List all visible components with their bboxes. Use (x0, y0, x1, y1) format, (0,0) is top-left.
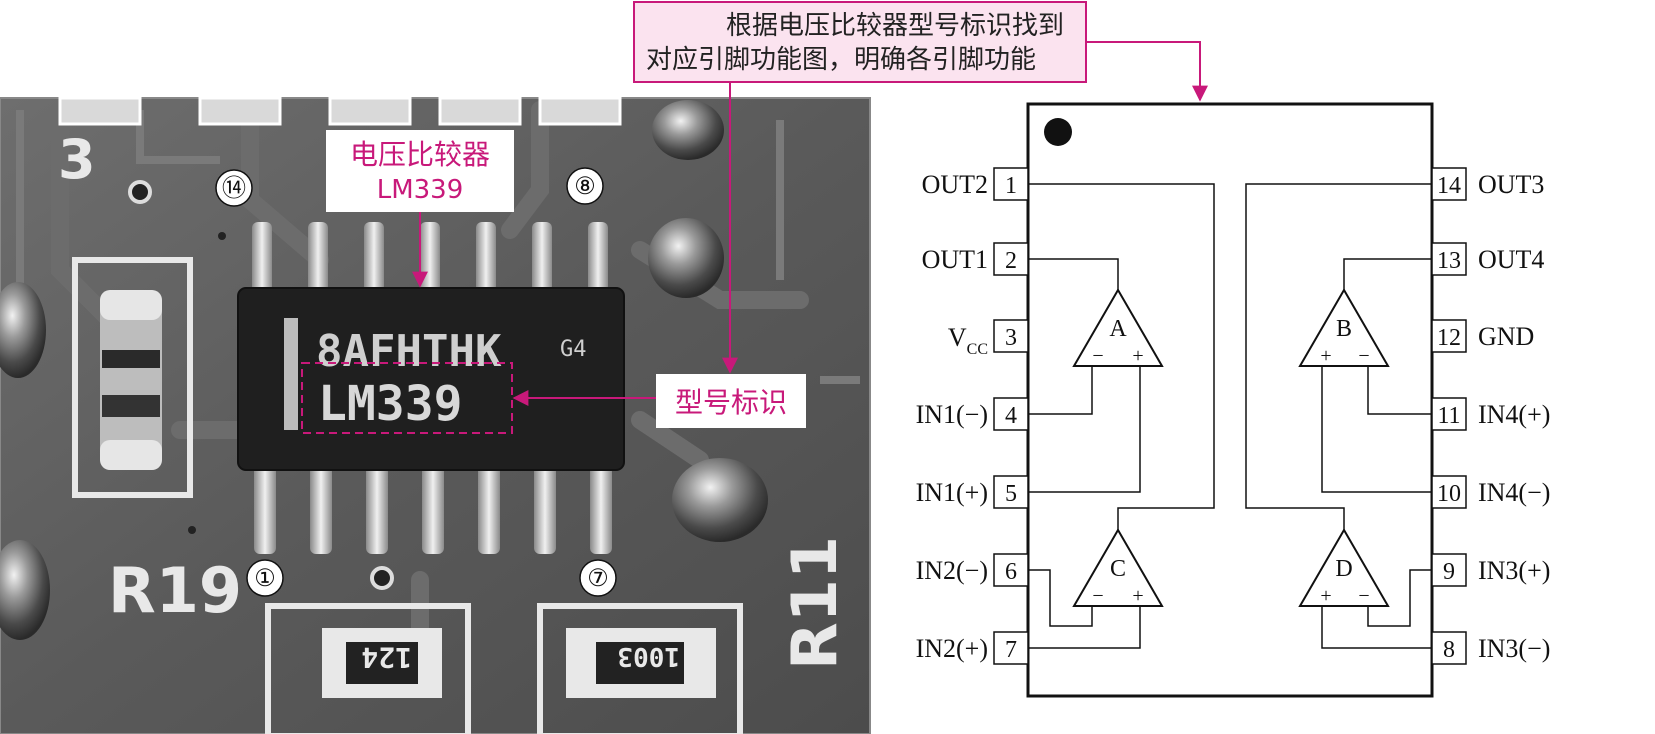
chip-body: 8AFHTHK G4 LM339 (237, 287, 625, 471)
right-pin-numbers: 14 13 12 11 10 9 8 (1437, 173, 1461, 663)
pin-marker-14: ⑭ (215, 169, 253, 207)
pin-number: 4 (1005, 403, 1017, 429)
pin-label: IN3(+) (1478, 556, 1550, 585)
pin-number: 1 (1005, 173, 1017, 199)
top-pads (58, 96, 622, 126)
pin-number: 10 (1437, 481, 1461, 507)
comparator-a-left: − (1092, 345, 1103, 367)
chip-marking-code: G4 (560, 337, 587, 362)
comparator-a-name: A (1109, 316, 1127, 342)
chip-marking-line1: 8AFHTHK (316, 326, 502, 377)
pin-number: 11 (1437, 403, 1460, 429)
pin-label: IN2(−) (916, 556, 988, 585)
callout-line2: 对应引脚功能图，明确各引脚功能 (646, 45, 1036, 75)
right-pin-boxes (1431, 167, 1467, 665)
pin-label: OUT1 (922, 245, 988, 274)
callout-line1: 根据电压比较器型号标识找到 (726, 11, 1064, 41)
comparator-c-name: C (1110, 556, 1126, 582)
left-pin-labels: OUT2 OUT1 VCC IN1(−) IN1(+) IN2(−) IN2(+… (916, 170, 988, 663)
pin-label: OUT3 (1478, 170, 1544, 199)
smd-resistor-left: 124 (265, 603, 471, 734)
left-pin-boxes (993, 167, 1029, 665)
comparator-b (1298, 288, 1390, 367)
pin-number: 7 (1005, 637, 1017, 663)
comparator-a (1072, 288, 1164, 367)
resistor-right-code: 1003 (617, 641, 680, 671)
svg-text:⑭: ⑭ (222, 175, 246, 202)
resistor-left-code: 124 (361, 641, 412, 674)
pin-label: IN4(+) (1478, 400, 1550, 429)
comparator-a-right: + (1132, 345, 1143, 367)
internal-wiring (1028, 183, 1432, 649)
pin-label: GND (1478, 322, 1534, 351)
pin-number: 3 (1005, 325, 1017, 351)
left-pin-numbers: 1 2 3 4 5 6 7 (1005, 173, 1017, 663)
chip-model-print: LM339 (318, 376, 463, 432)
pin-number: 14 (1437, 173, 1461, 199)
pin-marker-8: ⑧ (566, 167, 604, 205)
axial-component (72, 257, 193, 498)
model-highlight-box (301, 362, 513, 434)
chip-title-cn: 电压比较器 (350, 138, 490, 171)
pin-label: IN1(+) (916, 478, 988, 507)
top-callout: 根据电压比较器型号标识找到 对应引脚功能图，明确各引脚功能 (633, 1, 1087, 83)
pin-label: OUT4 (1478, 245, 1544, 274)
callout-arrow-right (1086, 41, 1208, 102)
model-id-label: 型号标识 (656, 374, 806, 428)
pin-label: OUT2 (922, 170, 988, 199)
pin-number: 8 (1443, 637, 1455, 663)
comparator-d-left: + (1320, 585, 1331, 607)
ic-package-outline (1026, 102, 1434, 698)
comparator-c-right: + (1132, 585, 1143, 607)
pin-number: 12 (1437, 325, 1461, 351)
chip-pins-top (252, 222, 608, 292)
pin-label: IN3(−) (1478, 634, 1550, 663)
svg-text:⑧: ⑧ (574, 174, 596, 200)
chip-title-model: LM339 (377, 175, 464, 205)
comparator-labels: A − + B + − C − + D + − (1092, 316, 1369, 607)
solder-joints (0, 100, 768, 640)
silkscreen-3: 3 (58, 128, 96, 191)
pcb-photo: 3 R19 R11 8AFHTHK G4 (0, 96, 871, 734)
pinout-diagram (993, 102, 1467, 698)
right-pin-labels: OUT3 OUT4 GND IN4(+) IN4(−) IN3(+) IN3(−… (1478, 170, 1550, 663)
silkscreen-r19: R19 (108, 554, 242, 627)
comparator-b-left: + (1320, 345, 1331, 367)
pin1-dot (1044, 118, 1072, 146)
chip-title-label: 电压比较器 LM339 (326, 130, 514, 212)
pin-marker-1: ① (246, 559, 284, 597)
pin-marker-7: ⑦ (579, 559, 617, 597)
silkscreen-r11: R11 (778, 536, 851, 670)
comparator-c-left: − (1092, 585, 1103, 607)
pin-label: IN1(−) (916, 400, 988, 429)
pin-label-vcc: VCC (948, 323, 988, 358)
comparator-d (1298, 528, 1390, 607)
svg-text:⑦: ⑦ (587, 566, 609, 592)
pin-number: 13 (1437, 248, 1461, 274)
comparator-c (1072, 528, 1164, 607)
comparator-b-right: − (1358, 345, 1369, 367)
comparator-b-name: B (1336, 316, 1352, 342)
pin-label: IN2(+) (916, 634, 988, 663)
chip-pins-bottom (254, 462, 612, 554)
comparator-d-right: − (1358, 585, 1369, 607)
comparator-d-name: D (1335, 556, 1352, 582)
pin-number: 9 (1443, 559, 1455, 585)
pin-label: IN4(−) (1478, 478, 1550, 507)
pin-number: 6 (1005, 559, 1017, 585)
svg-text:型号标识: 型号标识 (675, 386, 787, 419)
smd-resistor-right: 1003 (537, 603, 743, 734)
pin-number: 2 (1005, 248, 1017, 274)
pin-number: 5 (1005, 481, 1017, 507)
svg-text:①: ① (254, 566, 276, 592)
